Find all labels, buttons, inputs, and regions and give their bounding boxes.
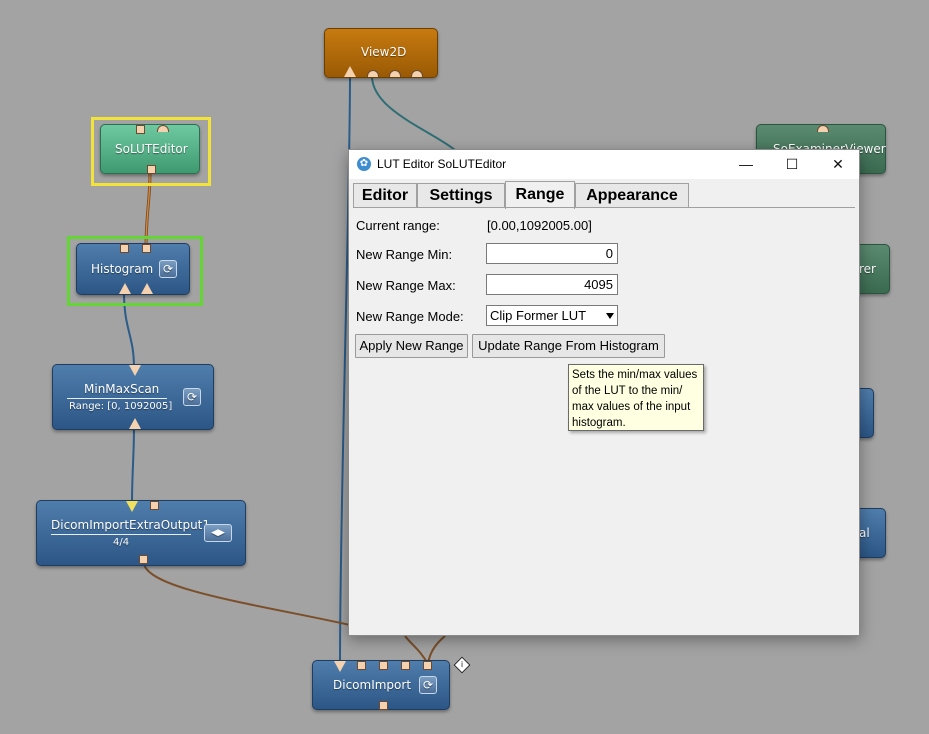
title-divider [67,398,167,399]
output-port-2[interactable] [142,244,151,253]
node-title: rer [859,262,876,276]
output-port-1[interactable] [357,661,366,670]
node-subtitle: 4/4 [113,537,130,548]
output-port[interactable] [129,365,141,376]
node-title: View2D [361,45,407,59]
wire-solut-histogram-highlight [145,171,151,249]
input-port-inventor-3[interactable] [411,70,423,77]
input-port-image[interactable] [119,283,131,294]
input-port-inventor-2[interactable] [389,70,401,77]
node-subtitle: Range: [0, 1092005] [69,401,173,412]
node-title: DicomImportExtraOutput1 [51,518,211,532]
output-port-3[interactable] [401,661,410,670]
apply-new-range-button[interactable]: Apply New Range [355,334,468,358]
input-port-mask[interactable] [141,283,153,294]
maximize-button[interactable]: ☐ [785,156,799,172]
new-range-min-label: New Range Min: [356,247,453,262]
node-title: al [859,526,870,540]
chevron-down-icon [606,313,614,319]
input-port-inventor-1[interactable] [367,70,379,77]
refresh-icon[interactable]: ⟳ [159,260,177,278]
select-value: Clip Former LUT [490,308,587,323]
output-port[interactable] [147,165,156,174]
input-port-image[interactable] [344,66,356,77]
output-port-2[interactable] [379,661,388,670]
tab-editor[interactable]: Editor [353,183,417,207]
input-port[interactable] [136,125,145,134]
node-title: MinMaxScan [84,382,160,396]
input-port-image[interactable] [129,418,141,429]
output-port-1[interactable] [120,244,129,253]
current-range-value: [0.00,1092005.00] [487,218,592,233]
wire-minmax-dicomextra [131,423,135,505]
node-solut-editor[interactable]: SoLUTEditor [100,124,200,174]
node-view2d[interactable]: View2D [324,28,438,78]
lut-editor-dialog: ✿ LUT Editor SoLUTEditor — ☐ ✕ Editor Se… [348,149,860,636]
title-divider [51,534,191,535]
tab-divider [353,207,855,208]
node-title: Histogram [91,262,154,276]
step-arrows-icon[interactable]: ◀▶ [204,524,232,542]
window-titlebar[interactable]: ✿ LUT Editor SoLUTEditor — ☐ ✕ [349,150,859,179]
tab-settings[interactable]: Settings [417,183,505,207]
node-dicomimport[interactable]: DicomImport ⟳ [312,660,450,710]
refresh-icon[interactable]: ⟳ [183,388,201,406]
output-port-image[interactable] [126,501,138,512]
node-title: SoLUTEditor [115,142,188,156]
node-title: DicomImport [333,678,412,692]
output-port[interactable] [150,501,159,510]
new-range-mode-label: New Range Mode: [356,309,464,324]
tab-range[interactable]: Range [505,181,575,209]
wire-histogram-minmax [123,291,135,369]
input-port-inventor[interactable] [157,125,169,132]
wire-view2d-examiner [371,75,456,151]
node-histogram[interactable]: Histogram ⟳ [76,243,190,295]
refresh-icon[interactable]: ⟳ [419,676,437,694]
close-button[interactable]: ✕ [832,156,844,172]
current-range-label: Current range: [356,218,440,233]
input-port-scene[interactable] [817,125,829,132]
wire-dicomextra-dicom [143,563,351,626]
tab-appearance[interactable]: Appearance [575,183,689,207]
node-dicomimport-extra[interactable]: DicomImportExtraOutput1 4/4 ◀▶ [36,500,246,566]
mevislab-icon: ✿ [357,157,371,171]
output-port-image[interactable] [334,661,346,672]
new-range-max-label: New Range Max: [356,278,456,293]
update-range-from-histogram-button[interactable]: Update Range From Histogram [472,334,665,358]
new-range-min-field[interactable]: 0 [486,243,618,264]
selection-highlight-green [67,236,203,306]
new-range-mode-select[interactable]: Clip Former LUT [486,305,618,326]
tooltip: Sets the min/max values of the LUT to th… [568,364,704,431]
window-title: LUT Editor SoLUTEditor [377,157,507,171]
minimize-button[interactable]: — [739,156,753,172]
input-port[interactable] [379,701,388,710]
output-port-4[interactable] [423,661,432,670]
node-minmaxscan[interactable]: MinMaxScan Range: [0, 1092005] ⟳ [52,364,214,430]
wire-view2d-dicom [339,73,351,665]
new-range-max-field[interactable]: 4095 [486,274,618,295]
input-port[interactable] [139,555,148,564]
selection-highlight-yellow [91,117,211,186]
